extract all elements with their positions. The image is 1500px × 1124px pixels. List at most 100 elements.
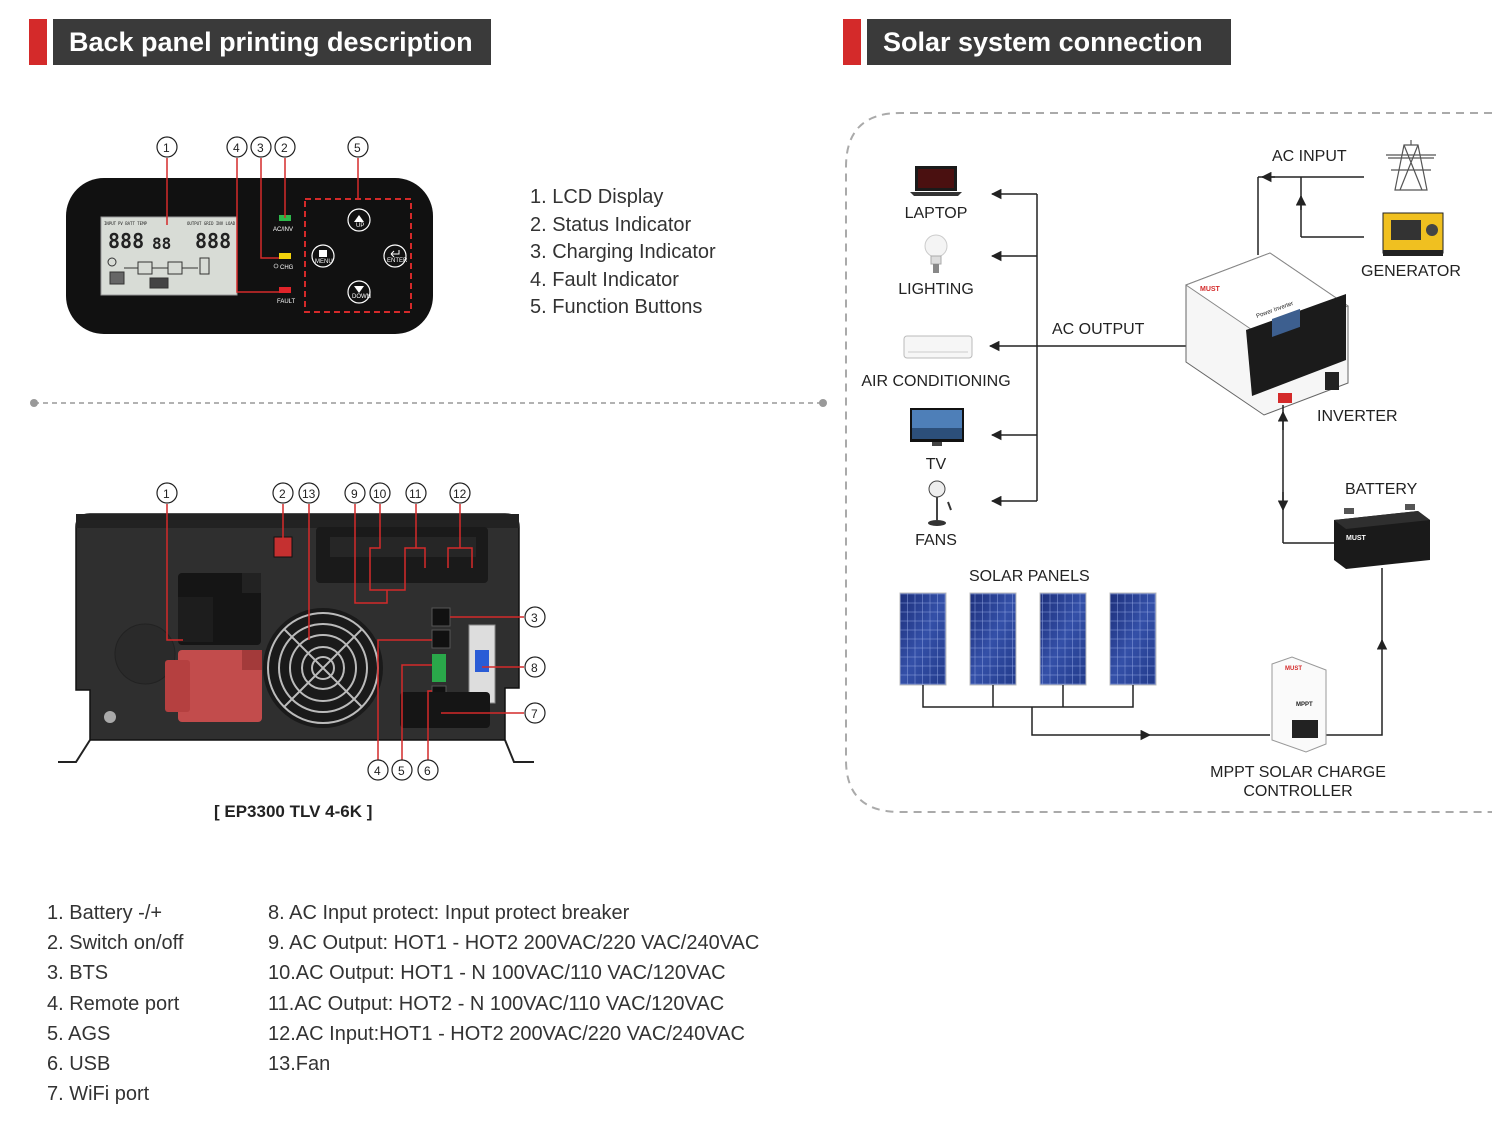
back-callout-11: 11 bbox=[409, 487, 422, 501]
mppt-text: MPPT bbox=[1296, 702, 1313, 708]
back-panel bbox=[58, 513, 534, 763]
back-callout-circles bbox=[156, 482, 546, 781]
solar-panel-4 bbox=[1109, 592, 1157, 686]
back-callout-12: 12 bbox=[453, 487, 467, 501]
back-callout-7: 7 bbox=[531, 707, 538, 721]
back-callout-6: 6 bbox=[424, 764, 431, 778]
section-divider bbox=[30, 399, 827, 407]
mppt-label-line1: MPPT SOLAR CHARGE bbox=[1210, 764, 1386, 781]
battery-label: BATTERY bbox=[1345, 481, 1418, 498]
fans-label: FANS bbox=[915, 532, 957, 549]
solar-panel-1 bbox=[899, 592, 947, 686]
inverter-brand: MUST bbox=[1200, 286, 1221, 293]
legend-item: 5. AGS bbox=[47, 1022, 111, 1045]
up-button[interactable]: UP bbox=[347, 208, 371, 232]
mppt-label-line2: CONTROLLER bbox=[1243, 783, 1353, 800]
fault-led bbox=[279, 287, 291, 293]
inverter-label: INVERTER bbox=[1317, 408, 1398, 425]
back-callout-5: 5 bbox=[398, 764, 405, 778]
legend-item: 3. Charging Indicator bbox=[530, 241, 716, 263]
solar-panel-3 bbox=[1039, 592, 1087, 686]
menu-button[interactable]: MENU bbox=[311, 244, 335, 268]
legend-item: 3. BTS bbox=[47, 962, 109, 985]
solar-panels bbox=[899, 592, 1157, 686]
tv-label: TV bbox=[925, 456, 947, 473]
ac-output-label: AC OUTPUT bbox=[1052, 321, 1145, 338]
back-panel-header-accent bbox=[29, 19, 47, 65]
solar-header: Solar system connection bbox=[867, 19, 1231, 65]
solar-diagram-frame bbox=[845, 112, 1492, 813]
svg-text:DOWN: DOWN bbox=[352, 294, 371, 300]
lcd-input-label: INPUT bbox=[104, 221, 117, 226]
back-callout-2: 2 bbox=[279, 487, 286, 501]
battery-brand: MUST bbox=[1346, 535, 1367, 542]
chg-led bbox=[279, 253, 291, 259]
back-panel-legend-left: 1. Battery -/+ 2. Switch on/off 3. BTS 4… bbox=[47, 898, 183, 1109]
front-callout-5: 5 bbox=[354, 141, 361, 155]
front-callout-1: 1 bbox=[163, 141, 170, 155]
lighting-icon bbox=[924, 234, 948, 273]
remote-port bbox=[431, 629, 451, 649]
air-conditioning-label: AIR CONDITIONING bbox=[861, 373, 1011, 390]
back-panel-callouts bbox=[166, 504, 524, 760]
chg-label: CHG bbox=[280, 265, 294, 271]
solar-panel-2 bbox=[969, 592, 1017, 686]
inverter-icon: MUST Power Inverter bbox=[1184, 252, 1350, 416]
lcd-left-digits: 888 bbox=[108, 229, 144, 253]
legend-item: 10.AC Output: HOT1 - N 100VAC/110 VAC/12… bbox=[268, 962, 726, 985]
legend-item: 2. Switch on/off bbox=[47, 932, 184, 955]
svg-text:ENTER: ENTER bbox=[387, 258, 408, 264]
back-callout-9: 9 bbox=[351, 487, 358, 501]
battery-icon: MUST bbox=[1334, 504, 1430, 569]
back-callout-1: 1 bbox=[163, 487, 170, 501]
lighting-label: LIGHTING bbox=[898, 281, 974, 298]
front-callout-circles bbox=[156, 136, 369, 158]
lcd-mid-digits: 88 bbox=[152, 234, 171, 253]
ac-output-lines bbox=[988, 188, 1200, 507]
legend-item: 5. Function Buttons bbox=[530, 296, 703, 318]
model-label: [ EP3300 TLV 4-6K ] bbox=[214, 802, 373, 821]
enter-button[interactable]: ENTER bbox=[383, 244, 408, 268]
legend-item: 11.AC Output: HOT2 - N 100VAC/110 VAC/12… bbox=[268, 992, 725, 1015]
back-panel-header: Back panel printing description bbox=[53, 19, 491, 65]
front-panel-legend: 1. LCD Display 2. Status Indicator 3. Ch… bbox=[530, 184, 716, 322]
solar-panels-label: SOLAR PANELS bbox=[969, 568, 1090, 585]
battery-lines bbox=[1277, 405, 1338, 544]
front-panel-callouts bbox=[166, 158, 359, 293]
svg-text:UP: UP bbox=[356, 223, 364, 229]
lcd-pv-label: PV BATT TEMP bbox=[118, 221, 147, 226]
front-callout-4: 4 bbox=[233, 141, 240, 155]
bts-port bbox=[431, 607, 451, 627]
legend-item: 4. Fault Indicator bbox=[530, 268, 679, 291]
lcd-flow-icons bbox=[107, 257, 210, 289]
down-button[interactable]: DOWN bbox=[347, 280, 371, 304]
back-callout-8: 8 bbox=[531, 661, 538, 675]
svg-text:MENU: MENU bbox=[315, 259, 333, 265]
legend-item: 8. AC Input protect: Input protect break… bbox=[268, 902, 630, 924]
fan-grille bbox=[263, 608, 383, 728]
ac-inv-label: AC/INV bbox=[273, 227, 293, 233]
solar-wiring bbox=[922, 568, 1388, 741]
back-callout-4: 4 bbox=[374, 764, 381, 778]
laptop-label: LAPTOP bbox=[904, 205, 968, 222]
air-conditioning-icon bbox=[903, 335, 973, 359]
ac-input-label: AC INPUT bbox=[1272, 148, 1347, 165]
legend-item: 7. WiFi port bbox=[47, 1083, 150, 1106]
generator-label: GENERATOR bbox=[1361, 263, 1461, 280]
fault-label: FAULT bbox=[277, 299, 296, 305]
back-callout-13: 13 bbox=[302, 487, 316, 501]
ags-port bbox=[432, 654, 446, 682]
front-callout-3: 3 bbox=[257, 141, 264, 155]
mppt-brand: MUST bbox=[1285, 666, 1302, 672]
tv-icon bbox=[910, 408, 964, 446]
lcd-output-label: OUTPUT GRID INV LOAD bbox=[187, 221, 236, 226]
legend-item: 12.AC Input:HOT1 - HOT2 200VAC/220 VAC/2… bbox=[268, 1022, 745, 1045]
wifi-port bbox=[400, 692, 490, 728]
transmission-tower-icon bbox=[1386, 140, 1436, 191]
legend-item: 1. LCD Display bbox=[530, 186, 664, 208]
back-panel-legend-right: 8. AC Input protect: Input protect break… bbox=[268, 898, 759, 1079]
legend-item: 1. Battery -/+ bbox=[47, 902, 163, 924]
laptop-icon bbox=[910, 166, 962, 196]
back-callout-3: 3 bbox=[531, 611, 538, 625]
